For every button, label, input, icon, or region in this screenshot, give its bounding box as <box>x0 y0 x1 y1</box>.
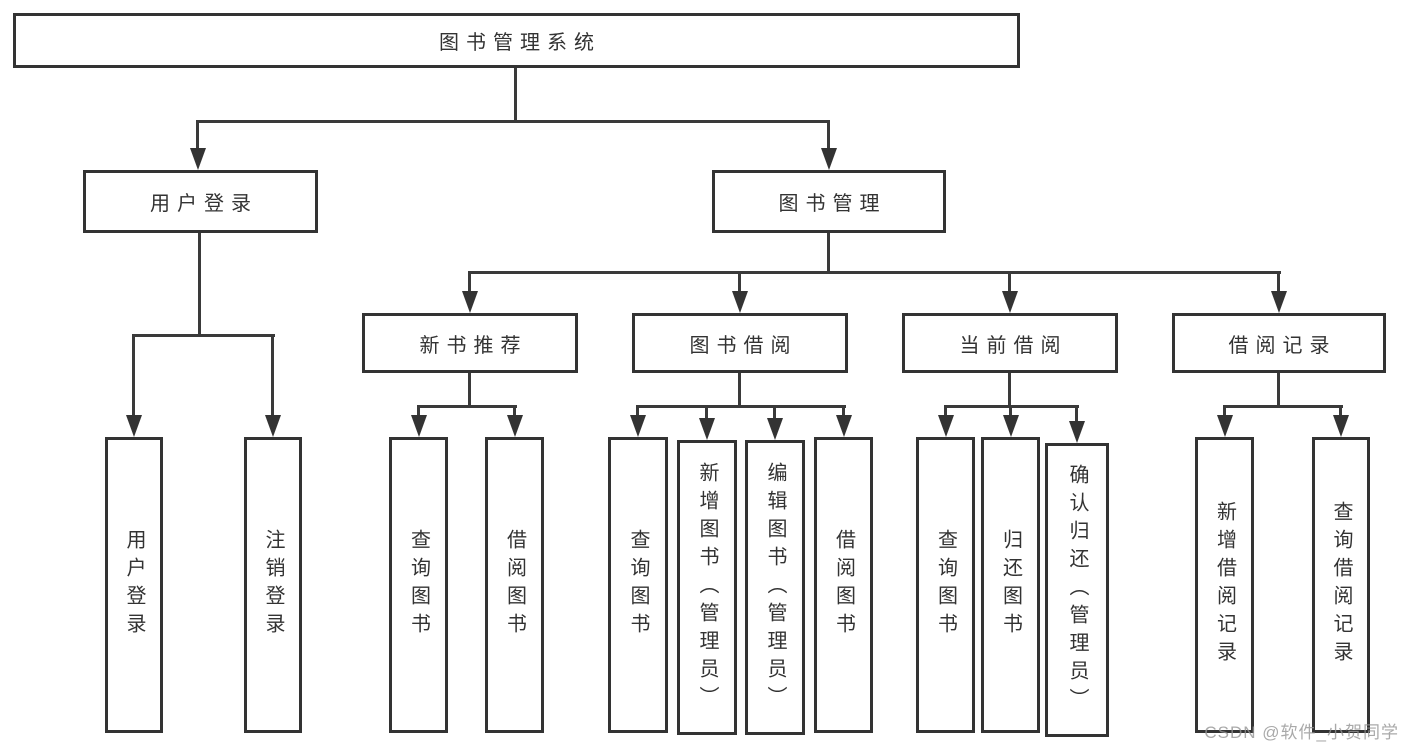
connector-line <box>468 271 471 295</box>
arrow-down-icon <box>1271 291 1287 313</box>
arrow-down-icon <box>507 415 523 437</box>
leaf-rec-query-book-label: 查询图书 <box>407 529 430 641</box>
connector-line <box>827 233 830 274</box>
connector-line <box>1008 271 1011 295</box>
connector-line <box>1223 405 1343 408</box>
arrow-down-icon <box>821 148 837 170</box>
connector-line <box>705 405 708 421</box>
node-borrow-record-label: 借阅记录 <box>1228 334 1337 357</box>
arrow-down-icon <box>126 415 142 437</box>
connector-line <box>1277 271 1280 295</box>
arrow-down-icon <box>1002 291 1018 313</box>
connector-line <box>198 233 201 337</box>
leaf-current-query-book: 查询图书 <box>916 437 975 733</box>
leaf-user-login: 用户登录 <box>105 437 163 733</box>
leaf-current-confirm-return-admin: 确认归还（管理员） <box>1045 443 1109 737</box>
connector-line <box>1075 405 1078 423</box>
connector-line <box>738 373 741 408</box>
connector-line <box>132 334 275 337</box>
connector-line <box>468 271 1281 274</box>
connector-line <box>944 405 947 419</box>
connector-line <box>132 334 135 419</box>
arrow-down-icon <box>767 418 783 440</box>
leaf-record-query: 查询借阅记录 <box>1312 437 1370 733</box>
node-current-borrow: 当前借阅 <box>902 313 1118 373</box>
leaf-rec-borrow-book-label: 借阅图书 <box>503 529 526 641</box>
connector-line <box>1008 373 1011 408</box>
node-new-book-recommend: 新书推荐 <box>362 313 578 373</box>
node-user-login-label: 用户登录 <box>150 193 258 215</box>
connector-line <box>468 373 471 408</box>
leaf-logout-label: 注销登录 <box>262 529 284 641</box>
leaf-borrow-query-book: 查询图书 <box>608 437 668 733</box>
connector-line <box>196 120 830 123</box>
connector-line <box>417 405 517 408</box>
node-root-label: 图书管理系统 <box>439 32 601 54</box>
node-borrow-record: 借阅记录 <box>1172 313 1386 373</box>
leaf-borrow-edit-book-admin-label: 编辑图书（管理员） <box>764 461 786 714</box>
node-user-login: 用户登录 <box>83 170 318 233</box>
leaf-record-add: 新增借阅记录 <box>1195 437 1254 733</box>
connector-line <box>1009 405 1012 419</box>
connector-line <box>514 68 517 122</box>
arrow-down-icon <box>1217 415 1233 437</box>
connector-line <box>513 405 516 419</box>
arrow-down-icon <box>1003 415 1019 437</box>
arrow-down-icon <box>1333 415 1349 437</box>
leaf-current-confirm-return-admin-label: 确认归还（管理员） <box>1066 464 1088 716</box>
connector-line <box>636 405 639 419</box>
node-book-management-label: 图书管理 <box>778 193 887 215</box>
arrow-down-icon <box>699 418 715 440</box>
node-book-borrow-label: 图书借阅 <box>689 334 798 357</box>
connector-line <box>773 405 776 421</box>
connector-line <box>827 120 830 152</box>
leaf-borrow-borrow-book-label: 借阅图书 <box>832 529 855 641</box>
connector-line <box>738 271 741 295</box>
arrow-down-icon <box>190 148 206 170</box>
leaf-user-login-label: 用户登录 <box>123 529 145 641</box>
leaf-current-query-book-label: 查询图书 <box>934 529 957 641</box>
leaf-logout: 注销登录 <box>244 437 302 733</box>
connector-line <box>196 120 199 152</box>
node-book-management: 图书管理 <box>712 170 946 233</box>
leaf-current-return-book-label: 归还图书 <box>999 529 1022 641</box>
leaf-rec-query-book: 查询图书 <box>389 437 448 733</box>
connector-line <box>636 405 846 408</box>
node-book-borrow: 图书借阅 <box>632 313 848 373</box>
node-root: 图书管理系统 <box>13 13 1020 68</box>
arrow-down-icon <box>938 415 954 437</box>
leaf-record-query-label: 查询借阅记录 <box>1330 501 1352 669</box>
connector-line <box>842 405 845 419</box>
node-new-book-recommend-label: 新书推荐 <box>419 334 528 357</box>
leaf-borrow-borrow-book: 借阅图书 <box>814 437 873 733</box>
leaf-borrow-add-book-admin-label: 新增图书（管理员） <box>696 461 718 714</box>
leaf-record-add-label: 新增借阅记录 <box>1213 501 1236 669</box>
arrow-down-icon <box>265 415 281 437</box>
connector-line <box>1277 373 1280 408</box>
arrow-down-icon <box>411 415 427 437</box>
leaf-borrow-edit-book-admin: 编辑图书（管理员） <box>745 440 805 735</box>
csdn-watermark: CSDN @软件_小贺同学 <box>1204 723 1399 742</box>
connector-line <box>1339 405 1342 419</box>
arrow-down-icon <box>630 415 646 437</box>
node-current-borrow-label: 当前借阅 <box>959 334 1068 357</box>
leaf-rec-borrow-book: 借阅图书 <box>485 437 544 733</box>
connector-line <box>417 405 420 419</box>
arrow-down-icon <box>1069 421 1085 443</box>
arrow-down-icon <box>462 291 478 313</box>
connector-line <box>1223 405 1226 419</box>
leaf-borrow-add-book-admin: 新增图书（管理员） <box>677 440 737 735</box>
connector-line <box>271 334 274 419</box>
leaf-borrow-query-book-label: 查询图书 <box>627 529 649 641</box>
arrow-down-icon <box>836 415 852 437</box>
leaf-current-return-book: 归还图书 <box>981 437 1040 733</box>
arrow-down-icon <box>732 291 748 313</box>
